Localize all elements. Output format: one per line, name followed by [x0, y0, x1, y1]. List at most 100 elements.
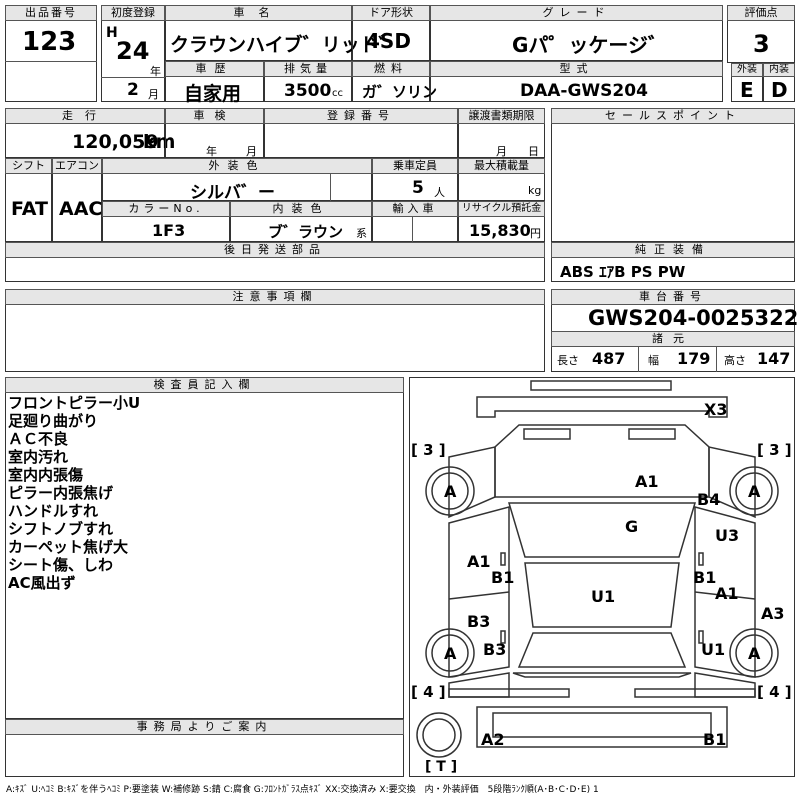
damage-code-left-pillar: B1: [491, 568, 514, 587]
history-label: 車歴: [165, 61, 264, 77]
interior-color-label: 内装色: [230, 201, 372, 217]
rear-bar-right: [634, 688, 756, 698]
grade-label: グレード: [430, 5, 723, 21]
divider: [638, 347, 639, 372]
damage-code-rear-right-door: A1: [715, 584, 739, 603]
list-item: ピラー内張焦げ: [8, 484, 114, 502]
color-number: 1F3: [152, 221, 186, 240]
later-parts-label: 後日発送部品: [5, 242, 545, 258]
max-load-label: 最大積載量: [458, 158, 545, 174]
right-side-outline: [708, 446, 756, 519]
registration-number-label: 登録番号: [264, 108, 458, 124]
displacement-unit: cc: [332, 88, 343, 99]
wheel-rear-left: [431, 634, 469, 672]
list-item: 足廻り曲がり: [8, 412, 99, 430]
side-number-rear-right: [ 4 ]: [757, 683, 792, 701]
left-side-outline: [448, 446, 496, 519]
damage-code-front-right-door: U3: [715, 526, 739, 545]
score-label: 評価点: [727, 5, 795, 21]
damage-code-roof: U1: [591, 587, 615, 606]
grade: Gパ゜ッケージ゛: [512, 33, 669, 57]
sales-points-cell: [551, 108, 795, 242]
door-type-label: ドア形状: [352, 5, 430, 21]
damage-code-front-glass: G: [625, 517, 638, 536]
notes-label: 注意事項欄: [5, 289, 545, 305]
list-item: ハンドルすれ: [8, 502, 99, 520]
recycle-deposit-label: リサイクル預託金: [458, 201, 545, 217]
damage-code-front-right-fender: B4: [697, 490, 720, 509]
side-number-rear-left: [ 4 ]: [411, 683, 446, 701]
list-item: シート傷、しわ: [8, 556, 114, 574]
vehicle-history: 自家用: [184, 83, 242, 105]
inspection-year-unit: 年: [206, 145, 217, 158]
displacement: 3500: [284, 81, 332, 101]
equipment-list: ABS ｴｱB PS PW: [560, 263, 686, 281]
left-door-divider: [448, 591, 510, 600]
wheel-mark-rear-right: A: [748, 644, 761, 663]
height-label: 高さ: [724, 354, 746, 367]
spare-tire-label: [ T ]: [425, 759, 457, 775]
fuel-label: 燃料: [352, 61, 430, 77]
wheel-rear-right: [735, 634, 773, 672]
list-item: 室内汚れ: [8, 448, 69, 466]
wheel-rear-left-outer: [425, 628, 475, 678]
mileage-label: 走行: [5, 108, 165, 124]
evaluation-score: 3: [753, 30, 770, 58]
wheel-mark-rear-left: A: [444, 644, 457, 663]
damage-code-rear-left-fender: B3: [483, 640, 506, 659]
model-code: DAA-GWS204: [520, 81, 648, 101]
chassis-number: GWS204-0025322: [588, 306, 799, 330]
inspection-label: 車検: [165, 108, 264, 124]
car-diagram-cell: [409, 377, 795, 777]
air-conditioner: AAC: [59, 198, 103, 220]
interior-color-unit: 系: [356, 227, 367, 240]
list-item: フロントピラー小U: [8, 394, 141, 412]
sales-points-label: セールスポイント: [551, 108, 795, 124]
lot-number-label: 出品番号: [5, 5, 97, 21]
width-label: 幅: [648, 354, 659, 367]
chassis-label: 車台番号: [551, 289, 795, 305]
inspection-month-unit: 月: [246, 145, 257, 158]
shift-label: シフト: [5, 158, 52, 174]
height-value: 147: [757, 349, 791, 368]
spare-tire: [422, 718, 456, 752]
divider: [330, 174, 331, 201]
exterior-color: シルバ゛ー: [190, 183, 275, 203]
length-value: 487: [592, 349, 626, 368]
damage-code-rear-bumper-right: B1: [703, 730, 726, 749]
damage-code-rear-right-fender: A3: [761, 604, 785, 623]
model-label: 型式: [430, 61, 723, 77]
door-type: 4SD: [366, 29, 411, 53]
era-mark: H: [106, 25, 118, 41]
interior-label: 内装: [763, 63, 795, 77]
exterior-label: 外装: [731, 63, 763, 77]
roof-outline: [524, 562, 680, 628]
transfer-month-unit: 月: [496, 145, 507, 158]
specs-label: 諸元: [551, 331, 795, 347]
damage-code-front-left-door: A1: [467, 552, 491, 571]
transfer-day-unit: 日: [528, 145, 539, 158]
rear-bumper-inner: [492, 712, 712, 738]
displacement-label: 排気量: [264, 61, 352, 77]
office-notice-label: 事務局よりご案内: [5, 719, 404, 735]
width-value: 179: [677, 349, 711, 368]
spare-tire-outer: [416, 712, 462, 758]
side-number-front-right: [ 3 ]: [757, 441, 792, 459]
interior-grade: D: [771, 78, 788, 102]
damage-code-rear-bumper-left: A2: [481, 730, 505, 749]
seating-capacity: 5: [412, 178, 424, 198]
front-bumper-outline: [476, 396, 728, 418]
divider: [412, 217, 413, 242]
damage-code-front-bumper: X3: [704, 400, 727, 419]
right-door-divider: [694, 591, 756, 600]
left-mirror: [500, 552, 506, 566]
exterior-color-label: 外装色: [102, 158, 372, 174]
left-doors-outline: [448, 506, 510, 678]
fuel-type: ガ゛ソリン: [362, 83, 438, 101]
ac-label: エアコン: [52, 158, 102, 174]
divider: [716, 347, 717, 372]
capacity-unit: 人: [434, 186, 445, 199]
month-unit: 月: [148, 88, 159, 101]
color-number-label: カラーNo.: [102, 201, 230, 217]
year-unit: 年: [150, 65, 161, 78]
